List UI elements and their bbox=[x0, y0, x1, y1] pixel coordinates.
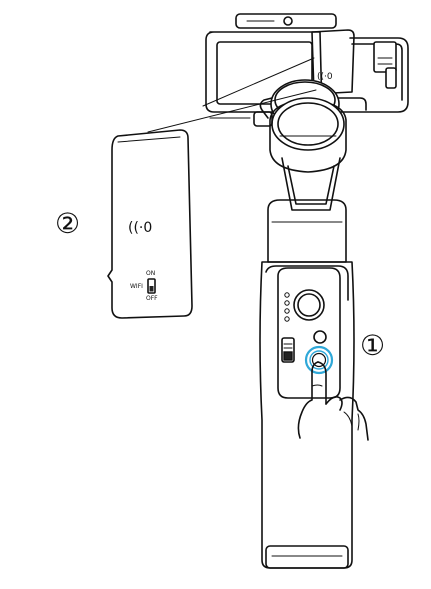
battery-led-1 bbox=[284, 292, 290, 298]
joystick[interactable] bbox=[293, 289, 325, 321]
roll-arm bbox=[335, 37, 409, 113]
camera-clamp bbox=[205, 13, 337, 119]
wifi-cover-panel: ((·0 ON OFF WIFI bbox=[107, 129, 193, 319]
step-1-marker: ① bbox=[360, 329, 386, 362]
function-button[interactable] bbox=[313, 330, 327, 344]
switch-on-label: ON bbox=[146, 270, 155, 277]
step-2-marker: ② bbox=[55, 207, 81, 240]
battery-led-4 bbox=[284, 316, 290, 322]
switch-wifi-label: WIFI bbox=[130, 283, 143, 290]
callout-lines bbox=[147, 57, 317, 133]
pan-motor bbox=[269, 97, 347, 173]
handle bbox=[259, 199, 355, 569]
pan-arm bbox=[253, 97, 341, 211]
cover-wifi-icon: ((·0 bbox=[128, 220, 152, 236]
battery-led-3 bbox=[284, 308, 290, 314]
camera-wifi-icon: ((·0 bbox=[317, 72, 333, 82]
finger-hand bbox=[297, 361, 369, 441]
camera-module: ((·0 bbox=[311, 29, 355, 95]
switch-off-label: OFF bbox=[146, 295, 158, 302]
wifi-switch[interactable] bbox=[147, 278, 156, 294]
shutter-button-highlight[interactable] bbox=[304, 345, 334, 375]
mode-switch[interactable] bbox=[281, 337, 295, 363]
battery-led-2 bbox=[284, 300, 290, 306]
control-panel bbox=[277, 267, 341, 399]
